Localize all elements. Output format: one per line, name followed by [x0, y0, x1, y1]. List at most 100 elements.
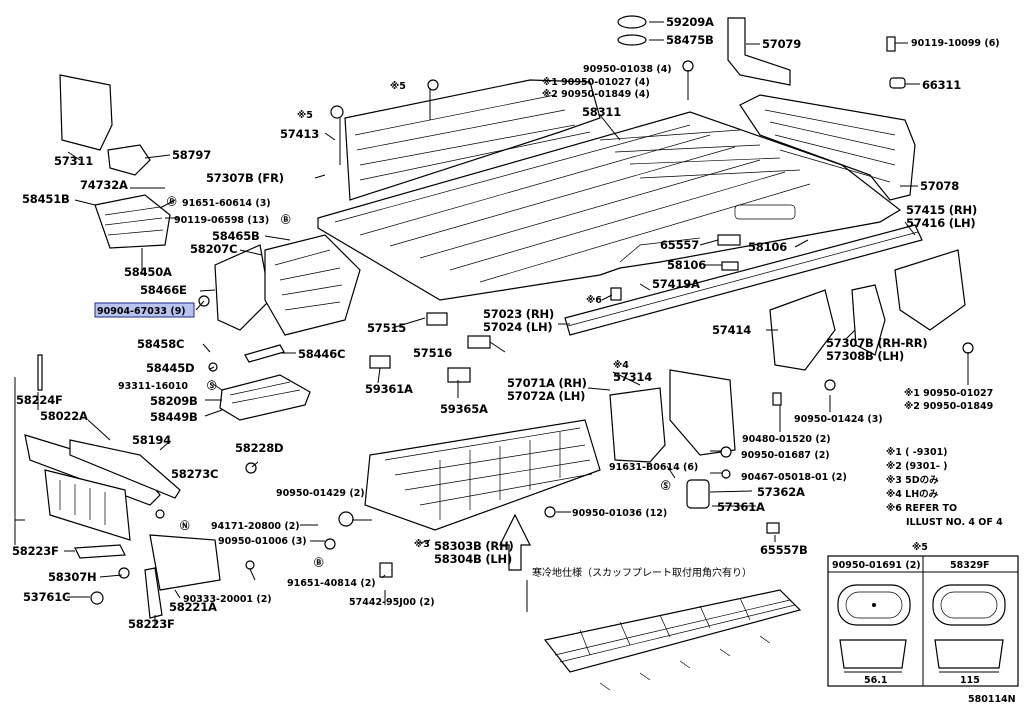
part-58209B-shape — [219, 374, 311, 421]
label-90950-01687[interactable]: 90950-01687 (2) — [741, 450, 830, 461]
label-57414[interactable]: 57414 — [712, 323, 751, 337]
label-57361A[interactable]: 57361A — [717, 500, 765, 514]
label-58223F-a[interactable]: 58223F — [12, 544, 59, 558]
label-57072A[interactable]: 57072A (LH) — [507, 389, 585, 403]
part-58797-shape — [107, 144, 151, 176]
label-58458C[interactable]: 58458C — [137, 337, 184, 351]
legend-5: ※6 REFER TO — [886, 503, 957, 514]
label-59361A[interactable]: 59361A — [365, 382, 413, 396]
part-58451B-shape — [94, 194, 171, 249]
n-circle: Ⓝ — [180, 520, 190, 532]
label-59209A[interactable]: 59209A — [666, 15, 714, 29]
label-58221A[interactable]: 58221A — [169, 600, 217, 614]
label-58311[interactable]: 58311 — [582, 105, 621, 119]
label-58194[interactable]: 58194 — [132, 433, 171, 447]
label-90950-01849[interactable]: ※2 90950-01849 (4) — [542, 89, 650, 100]
label-57442[interactable]: 57442-95J00 (2) — [349, 597, 435, 608]
label-58209B[interactable]: 58209B — [150, 394, 198, 408]
label-58465B[interactable]: 58465B — [212, 229, 260, 243]
fasteners — [37, 15, 974, 605]
label-58224F[interactable]: 58224F — [16, 393, 63, 407]
part-58223F-shape — [74, 544, 163, 619]
bracket-57079-shape — [727, 17, 791, 86]
label-58449B[interactable]: 58449B — [150, 410, 198, 424]
label-90950-01424[interactable]: 90950-01424 (3) — [794, 414, 883, 425]
label-65557B[interactable]: 65557B — [760, 543, 808, 557]
label-66311[interactable]: 66311 — [922, 78, 961, 92]
label-57419A[interactable]: 57419A — [652, 277, 700, 291]
label-57079[interactable]: 57079 — [762, 37, 801, 51]
label-58106-a[interactable]: 58106 — [748, 240, 787, 254]
label-star4: ※4 — [613, 360, 629, 371]
label-90950-01006[interactable]: 90950-01006 (3) — [218, 536, 307, 547]
label-58445D[interactable]: 58445D — [146, 361, 195, 375]
label-58307H[interactable]: 58307H — [48, 570, 97, 584]
label-58446C[interactable]: 58446C — [298, 347, 345, 361]
label-57415[interactable]: 57415 (RH) — [906, 203, 977, 217]
label-74732A[interactable]: 74732A — [80, 178, 128, 192]
label-57311[interactable]: 57311 — [54, 154, 93, 168]
label-57308B[interactable]: 57308B (LH) — [826, 349, 904, 363]
label-58303B[interactable]: 58303B (RH) — [434, 539, 514, 553]
label-53761C[interactable]: 53761C — [23, 590, 70, 604]
label-57416[interactable]: 57416 (LH) — [906, 216, 976, 230]
leader-lines — [14, 21, 969, 624]
label-90950-01036[interactable]: 90950-01036 (12) — [572, 508, 667, 519]
label-58304B[interactable]: 58304B (LH) — [434, 552, 512, 566]
inset-left-part[interactable]: 90950-01691 (2) — [832, 560, 921, 571]
part-58207C-shape — [214, 244, 271, 331]
label-90904-67033[interactable]: 90904-67033 (9) — [97, 306, 186, 317]
inset-right-part[interactable]: 58329F — [950, 560, 990, 571]
label-star3: ※3 — [414, 539, 430, 550]
label-58273C[interactable]: 58273C — [171, 467, 218, 481]
label-59365A[interactable]: 59365A — [440, 402, 488, 416]
label-57078[interactable]: 57078 — [920, 179, 959, 193]
label-94171[interactable]: 94171-20800 (2) — [211, 521, 300, 532]
label-90950-01027[interactable]: ※1 90950-01027 (4) — [542, 77, 650, 88]
rear-floor-shape — [364, 419, 601, 531]
label-58451B[interactable]: 58451B — [22, 192, 70, 206]
label-90950-01429[interactable]: 90950-01429 (2) — [276, 488, 365, 499]
label-r2[interactable]: ※2 90950-01849 — [904, 401, 993, 412]
label-r1[interactable]: ※1 90950-01027 — [904, 388, 993, 399]
front-panel-shape — [344, 79, 601, 201]
label-58223F-b[interactable]: 58223F — [128, 617, 175, 631]
legend-6: ILLUST NO. 4 OF 4 — [906, 517, 1003, 528]
label-58207C[interactable]: 58207C — [190, 242, 237, 256]
inset-dim-left: 56.1 — [864, 675, 887, 686]
label-58450A[interactable]: 58450A — [124, 265, 172, 279]
label-57024[interactable]: 57024 (LH) — [483, 320, 553, 334]
label-57515[interactable]: 57515 — [367, 321, 406, 335]
label-57071A[interactable]: 57071A (RH) — [507, 376, 587, 390]
label-93311[interactable]: 93311-16010 — [118, 381, 188, 392]
label-57314[interactable]: 57314 — [613, 370, 652, 384]
label-57023[interactable]: 57023 (RH) — [483, 307, 554, 321]
label-91631[interactable]: 91631-B0614 (6) — [609, 462, 698, 473]
label-90119-10099[interactable]: 90119-10099 (6) — [911, 38, 1000, 49]
label-58022A[interactable]: 58022A — [40, 409, 88, 423]
label-58466E[interactable]: 58466E — [140, 283, 187, 297]
inset-title: ※5 — [912, 542, 928, 553]
label-57307B-fr[interactable]: 57307B (FR) — [206, 171, 284, 185]
panel-57414-shape — [769, 289, 836, 371]
label-58106-b[interactable]: 58106 — [667, 258, 706, 272]
label-65557[interactable]: 65557 — [660, 238, 699, 252]
label-58797[interactable]: 58797 — [172, 148, 211, 162]
label-58475B[interactable]: 58475B — [666, 33, 714, 47]
label-90467[interactable]: 90467-05018-01 (2) — [741, 472, 847, 483]
label-58228D[interactable]: 58228D — [235, 441, 284, 455]
label-90333[interactable]: 90333-20001 (2) — [183, 594, 272, 605]
label-57413[interactable]: 57413 — [280, 127, 319, 141]
label-91651-60614[interactable]: 91651-60614 (3) — [182, 198, 271, 209]
label-90950-01038[interactable]: 90950-01038 (4) — [583, 64, 672, 75]
part-58221A-shape — [44, 469, 221, 591]
label-90119-06598[interactable]: 90119-06598 (13) — [174, 215, 269, 226]
label-57307B-rr[interactable]: 57307B (RH-RR) — [826, 336, 928, 350]
label-90480[interactable]: 90480-01520 (2) — [742, 434, 831, 445]
panel-57314-shape — [609, 369, 736, 463]
label-57362A[interactable]: 57362A — [757, 485, 805, 499]
label-91651-40814[interactable]: 91651-40814 (2) — [287, 578, 376, 589]
label-57516[interactable]: 57516 — [413, 346, 452, 360]
floor-pan-shape — [317, 111, 902, 301]
label-star5-b: ※5 — [297, 110, 313, 121]
